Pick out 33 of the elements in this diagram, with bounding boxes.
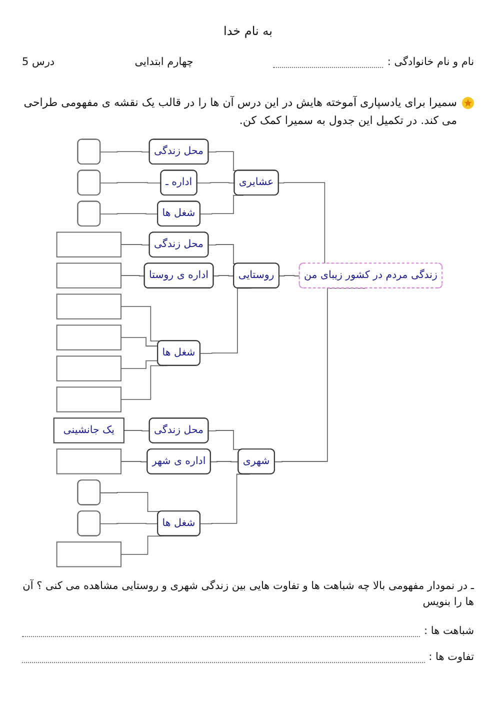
- node-box: [56, 542, 122, 568]
- connector: [278, 275, 300, 277]
- connector: [213, 275, 234, 277]
- node-box: [56, 232, 122, 258]
- connector: [120, 337, 158, 347]
- connector: [100, 492, 162, 512]
- node-box: یک جانشینی: [53, 418, 124, 444]
- node-box: [56, 262, 122, 289]
- node-box: [56, 324, 122, 351]
- connector: [100, 213, 158, 215]
- node-box: [56, 448, 122, 474]
- instruction-text: سمیرا برای یادسپاری آموخته هایش در این درس آن ها را در قالب یک نقشه ی مفهومی طراحی می کند. در تکمیل این جدول به سمیرا کمک کن.: [22, 94, 457, 129]
- connector: [210, 461, 239, 462]
- page-title: به نام خدا: [224, 24, 272, 38]
- connector: [196, 182, 235, 184]
- connector: [100, 151, 150, 153]
- answer-label: شباهت ها :: [424, 624, 474, 637]
- node-box: [56, 356, 122, 382]
- lesson-number: درس 5: [22, 56, 55, 68]
- question-text: ـ در نمودار مفهومی بالا چه شباهت ها و تفاوت هایی بین زندگی شهری و روستایی مشاهده می کنی ؟ آن ها را بنویس: [22, 580, 474, 608]
- grade-text: چهارم ابتدایی: [134, 56, 194, 68]
- connector: [120, 360, 158, 370]
- name-field-label: نام و نام خانوادگی :: [387, 56, 474, 68]
- connector: [100, 523, 158, 524]
- connector: [120, 275, 146, 277]
- node-box: [56, 294, 122, 320]
- connector: [120, 244, 150, 246]
- node-box: [56, 386, 122, 412]
- connector: [100, 182, 162, 184]
- connector: [120, 461, 148, 462]
- connector: [124, 430, 150, 432]
- answer-label: تفاوت ها :: [428, 650, 474, 663]
- connector: [120, 536, 162, 555]
